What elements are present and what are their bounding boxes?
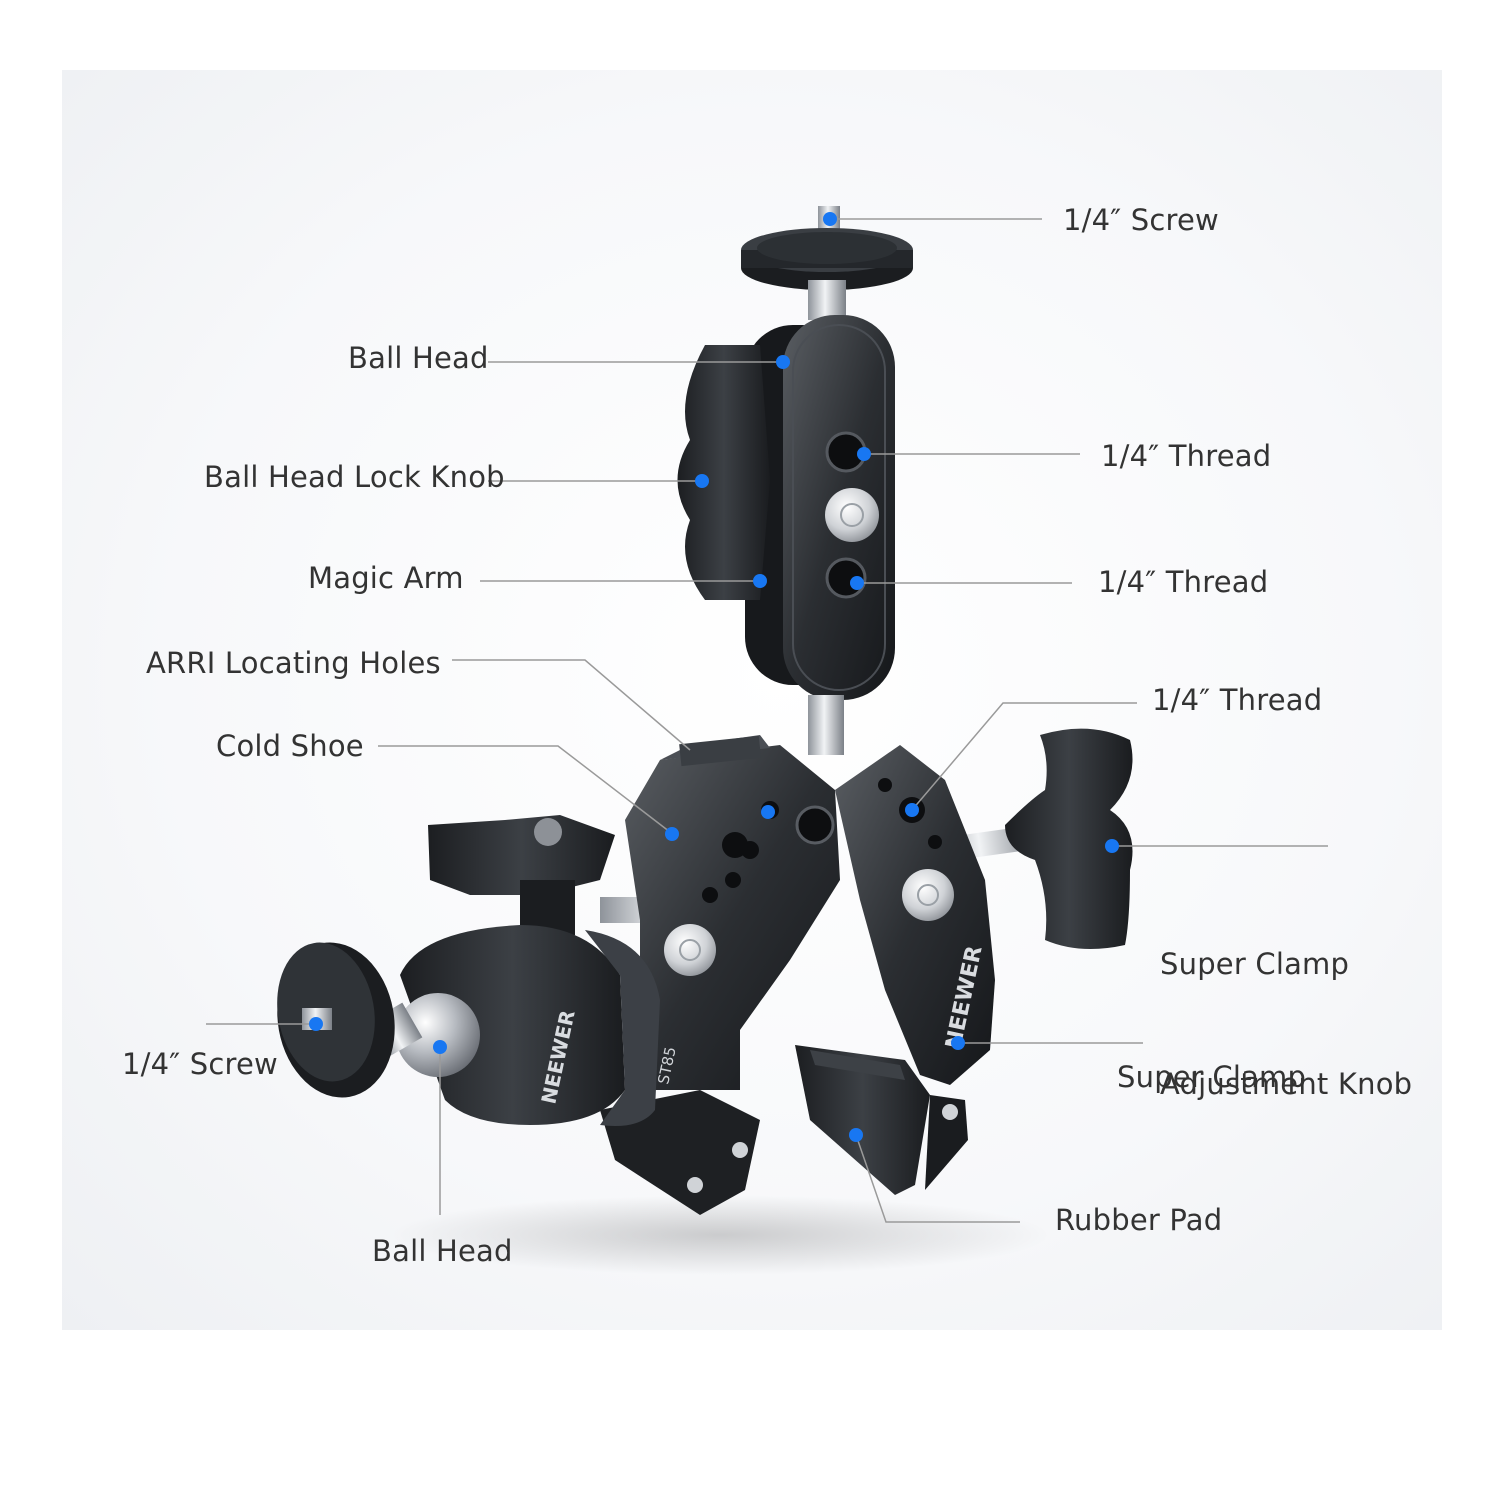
label-thread-1: 1/4″ Thread — [1101, 439, 1272, 473]
dot-rubber-pad — [849, 1128, 863, 1142]
dot-thread-1 — [857, 447, 871, 461]
adjustment-knob — [1005, 728, 1133, 949]
label-screw-left: 1/4″ Screw — [122, 1047, 278, 1081]
leader-rubber-pad — [855, 1134, 1020, 1223]
dot-lock-knob — [695, 474, 709, 488]
label-thread-3: 1/4″ Thread — [1152, 683, 1323, 717]
dot-super-clamp — [951, 1036, 965, 1050]
bottom-lock-knob — [428, 815, 615, 895]
label-magic-arm: Magic Arm — [308, 561, 464, 595]
left-jaw-button — [664, 924, 716, 976]
right-jaw-button — [902, 869, 954, 921]
dot-adjust-knob — [1105, 839, 1119, 853]
dot-screw-top — [823, 212, 837, 226]
label-arri-holes: ARRI Locating Holes — [146, 646, 441, 680]
dot-thread-2 — [850, 576, 864, 590]
label-ball-head-top: Ball Head — [348, 341, 489, 375]
label-ball-head-bottom: Ball Head — [372, 1234, 513, 1268]
top-stem — [808, 280, 846, 320]
left-jaw — [625, 745, 840, 1090]
ball — [396, 993, 480, 1077]
ball-head-body — [400, 925, 625, 1125]
top-ball-head-assembly — [677, 206, 913, 755]
leader-arri-holes — [452, 659, 691, 751]
lower-stem — [808, 695, 844, 755]
leader-thread-3 — [911, 702, 1137, 811]
dot-screw-left — [309, 1017, 323, 1031]
label-lock-knob: Ball Head Lock Knob — [204, 460, 505, 494]
lock-knob — [677, 345, 770, 600]
clamp-hole-center — [795, 805, 835, 845]
label-thread-2: 1/4″ Thread — [1098, 565, 1269, 599]
arm-release-button — [825, 488, 879, 542]
dot-cold-shoe — [665, 827, 679, 841]
callout-dots — [309, 212, 1119, 1142]
ground-shadow — [390, 1195, 1050, 1275]
bottom-ball-head-assembly: NEEWER — [277, 815, 660, 1126]
label-screw-top: 1/4″ Screw — [1063, 203, 1219, 237]
label-adjust-knob: Super Clamp Adjustment Knob — [1160, 864, 1412, 1184]
label-rubber-pad: Rubber Pad — [1055, 1203, 1223, 1237]
label-adjust-knob-line1: Super Clamp — [1160, 947, 1350, 981]
rubber-pad — [795, 1045, 930, 1195]
dot-magic-arm — [753, 574, 767, 588]
dot-ball-head-top — [776, 355, 790, 369]
label-super-clamp: Super Clamp — [1117, 1060, 1307, 1094]
label-cold-shoe: Cold Shoe — [216, 729, 364, 763]
super-clamp-assembly: NEEWER ST85 — [600, 728, 1133, 1215]
leader-lines — [206, 218, 1328, 1223]
label-adjust-knob-line2: Adjustment Knob — [1160, 1067, 1413, 1101]
leader-cold-shoe — [378, 745, 671, 833]
dot-ball-head-bottom — [433, 1040, 447, 1054]
dot-thread-3 — [905, 803, 919, 817]
dot-arri-holes — [761, 805, 775, 819]
